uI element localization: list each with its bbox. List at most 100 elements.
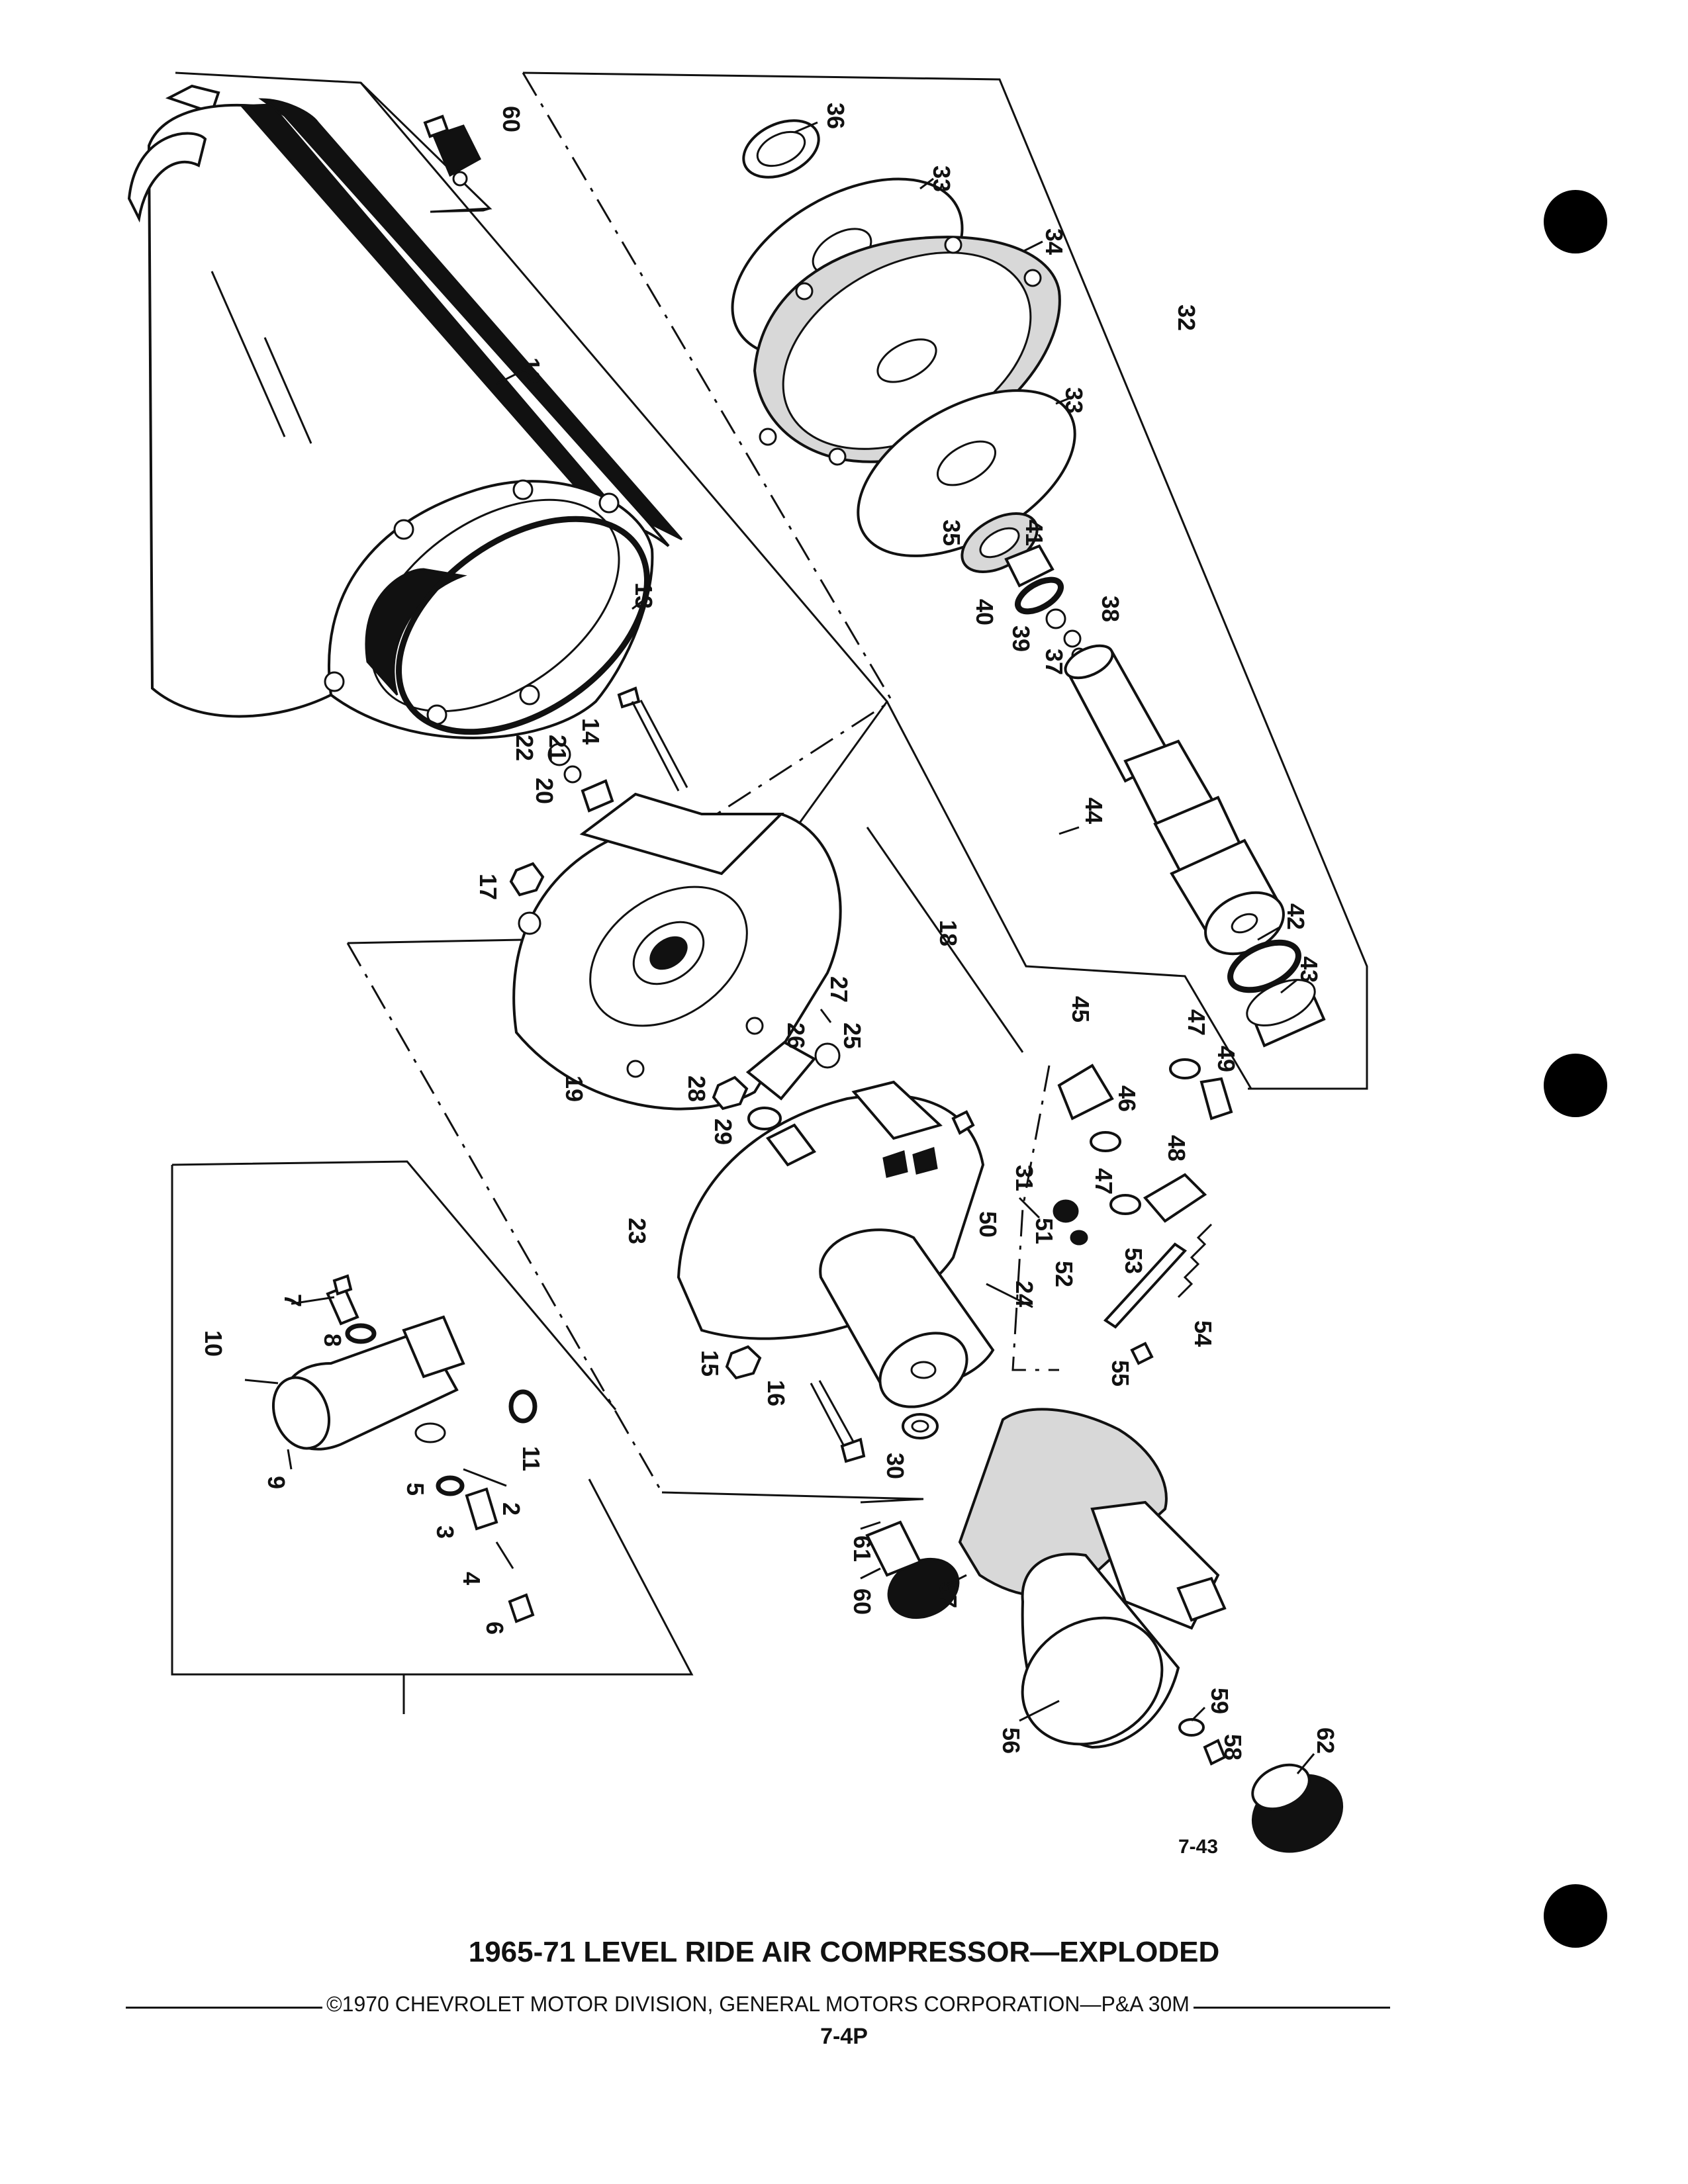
cap-62	[1251, 1763, 1344, 1853]
label-62: 62	[1312, 1727, 1339, 1754]
bracket-31	[1011, 1065, 1059, 1371]
retainer-36	[742, 119, 820, 179]
binder-hole-bottom	[1544, 1884, 1607, 1948]
label-40: 40	[971, 599, 998, 625]
screw-55	[1130, 1342, 1154, 1365]
leader-lines	[287, 121, 1315, 1774]
label-34: 34	[1041, 228, 1068, 255]
fitting-7	[326, 1274, 359, 1326]
label-25: 25	[839, 1023, 866, 1049]
label-18: 18	[935, 920, 962, 946]
arm-48	[1143, 1173, 1207, 1223]
nut-17	[509, 862, 545, 897]
bushing-51	[1053, 1199, 1079, 1223]
washer-29	[747, 1107, 782, 1130]
cup-43	[1246, 979, 1326, 1048]
label-13: 13	[630, 582, 657, 609]
label-36: 36	[822, 103, 849, 129]
bracket-45	[1057, 1064, 1114, 1120]
label-59: 59	[1206, 1688, 1233, 1714]
label-50: 50	[974, 1211, 1002, 1238]
label-48: 48	[1163, 1135, 1190, 1161]
copyright-line: ©1970 CHEVROLET MOTOR DIVISION, GENERAL …	[126, 1992, 1390, 2019]
label-3: 3	[432, 1525, 459, 1539]
label-14: 14	[577, 718, 604, 745]
label-60-top: 60	[498, 106, 525, 132]
bolt-16	[810, 1380, 866, 1463]
label-24: 24	[1011, 1281, 1038, 1307]
label-42: 42	[1282, 903, 1309, 930]
o-ring-13	[396, 516, 650, 735]
label-57: 57	[935, 1582, 962, 1608]
fitting-box-outline	[171, 1160, 617, 1410]
label-11: 11	[518, 1446, 545, 1471]
valve-3	[465, 1487, 498, 1531]
copyright-text-wrap: ©1970 CHEVROLET MOTOR DIVISION, GENERAL …	[126, 1992, 1390, 2017]
label-54: 54	[1190, 1320, 1217, 1347]
label-10: 10	[200, 1330, 227, 1357]
screw-58	[1203, 1739, 1227, 1766]
label-44: 44	[1080, 797, 1107, 824]
label-19: 19	[561, 1075, 588, 1102]
clip-39	[1045, 608, 1066, 629]
copyright-text: ©1970 CHEVROLET MOTOR DIVISION, GENERAL …	[322, 1992, 1194, 2016]
label-45: 45	[1067, 996, 1094, 1023]
label-56: 56	[998, 1727, 1025, 1754]
washer-47-upper	[1169, 1058, 1201, 1079]
cap-60-top	[423, 114, 481, 187]
label-21: 21	[544, 735, 571, 761]
diaphragm-group-bracket	[522, 71, 1368, 1090]
motor-56	[958, 1408, 1227, 1749]
page-title: 1965-71 LEVEL RIDE AIR COMPRESSOR—EXPLOD…	[468, 1936, 1220, 1968]
label-35: 35	[938, 520, 965, 546]
arm-26	[745, 1040, 817, 1101]
label-16: 16	[763, 1380, 790, 1406]
spacer-41	[1004, 544, 1055, 588]
bolt-14	[617, 686, 688, 792]
pin-27	[820, 1009, 832, 1023]
label-5: 5	[402, 1482, 429, 1496]
ring-5	[436, 1475, 465, 1496]
label-47-upper: 47	[1183, 1009, 1210, 1036]
binder-hole-middle	[1544, 1054, 1607, 1117]
clip-22	[547, 743, 571, 766]
seal-30	[902, 1413, 939, 1439]
label-52: 52	[1051, 1261, 1078, 1287]
label-20: 20	[531, 778, 558, 804]
label-9: 9	[263, 1476, 290, 1489]
washer-59	[1178, 1718, 1205, 1737]
spring-54	[1177, 1223, 1213, 1298]
label-29: 29	[710, 1118, 737, 1145]
cap-60-bottom	[865, 1520, 960, 1619]
washer-47-lower	[1109, 1194, 1141, 1215]
label-55: 55	[1107, 1360, 1134, 1387]
label-47-lower: 47	[1090, 1168, 1117, 1195]
bracket-18	[866, 827, 1024, 1053]
label-23: 23	[624, 1218, 651, 1244]
bracket-18-right	[886, 701, 1252, 1089]
label-27: 27	[825, 976, 853, 1003]
label-6: 6	[481, 1621, 508, 1635]
label-38: 38	[1097, 596, 1124, 622]
label-61: 61	[849, 1535, 876, 1562]
label-30: 30	[882, 1453, 909, 1479]
cap-60-top-box	[430, 207, 491, 213]
label-31: 31	[1011, 1165, 1038, 1191]
label-2: 2	[498, 1502, 525, 1516]
label-43: 43	[1295, 956, 1323, 983]
clip-50	[1018, 1197, 1041, 1219]
ring-8	[345, 1323, 377, 1344]
bracket-61-line	[860, 1498, 924, 1504]
housing-19	[512, 792, 842, 1111]
spring-4	[495, 1541, 514, 1569]
left-group-line-3	[661, 1491, 924, 1500]
washer-46	[1090, 1131, 1121, 1152]
nut-15	[725, 1345, 762, 1380]
ring-40	[1015, 576, 1064, 615]
spring-38	[1063, 629, 1082, 648]
label-41: 41	[1021, 520, 1048, 546]
label-32: 32	[1173, 304, 1200, 331]
label-51: 51	[1031, 1218, 1058, 1244]
plug-6	[508, 1593, 535, 1623]
